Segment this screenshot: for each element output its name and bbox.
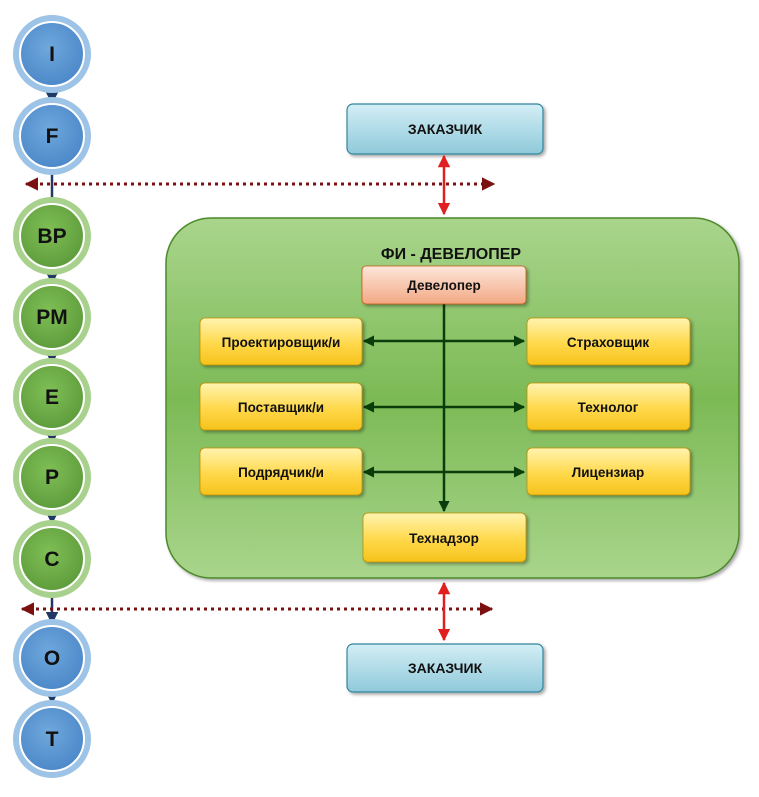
stage-o: O	[13, 619, 91, 697]
stage-o-label: O	[44, 647, 60, 670]
stage-bp: BP	[13, 197, 91, 275]
developer-box: Девелопер	[361, 265, 527, 305]
stage-t-label: T	[46, 728, 59, 751]
designer-box: Проектировщик/и	[199, 317, 363, 366]
stage-t: T	[13, 700, 91, 778]
stage-i-label: I	[49, 43, 55, 66]
stage-f-label: F	[46, 125, 59, 148]
technologist-label: Технолог	[578, 400, 639, 415]
stage-bp-label: BP	[37, 225, 66, 248]
stage-e-label: E	[45, 386, 59, 409]
supplier-box: Поставщик/и	[199, 382, 363, 431]
contractor-label: Подрядчик/и	[238, 465, 324, 480]
supplier-label: Поставщик/и	[238, 400, 324, 415]
client-bottom-label: ЗАКАЗЧИК	[408, 660, 483, 676]
developer-panel-title: ФИ - ДЕВЕЛОПЕР	[381, 246, 522, 263]
insurer-box: Страховщик	[526, 317, 691, 366]
client-top-label: ЗАКАЗЧИК	[408, 121, 483, 137]
stage-pm-label: PM	[36, 306, 68, 329]
designer-label: Проектировщик/и	[222, 335, 341, 350]
supervision-box: Технадзор	[362, 512, 527, 563]
developer-tree	[362, 304, 526, 513]
stage-pm: PM	[13, 278, 91, 356]
stage-e: E	[13, 358, 91, 436]
stage-i: I	[13, 15, 91, 93]
licensor-label: Лицензиар	[572, 465, 645, 480]
supervision-label: Технадзор	[409, 531, 479, 546]
stage-f: F	[13, 97, 91, 175]
contractor-box: Подрядчик/и	[199, 447, 363, 496]
insurer-label: Страховщик	[567, 335, 650, 350]
stage-c: C	[13, 520, 91, 598]
technologist-box: Технолог	[526, 382, 691, 431]
client-bottom-box: ЗАКАЗЧИК	[346, 643, 544, 693]
stage-c-label: C	[44, 548, 59, 571]
developer-label: Девелопер	[407, 278, 480, 293]
licensor-box: Лицензиар	[526, 447, 691, 496]
stage-p-label: P	[45, 466, 59, 489]
client-top-box: ЗАКАЗЧИК	[346, 103, 544, 155]
stage-p: P	[13, 438, 91, 516]
